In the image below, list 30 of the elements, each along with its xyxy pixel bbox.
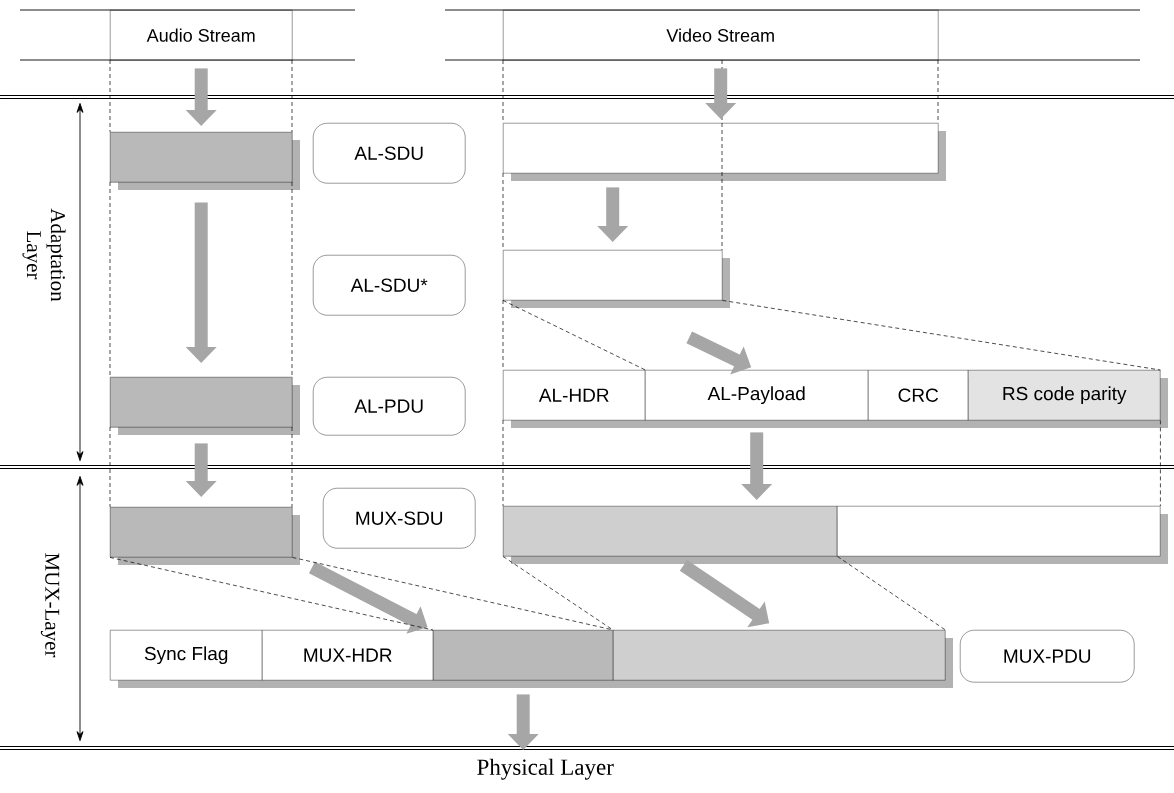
- packet-field: MUX-HDR: [262, 630, 434, 681]
- layer-label: Adaptation Layer: [22, 208, 66, 302]
- data-bar: [110, 132, 293, 183]
- data-bar: [613, 630, 946, 681]
- projection-line: [109, 557, 434, 631]
- layer-title: Physical Layer: [477, 758, 614, 780]
- packet-field: [503, 250, 723, 301]
- unit-label: AL-PDU: [313, 377, 466, 436]
- unit-label: MUX-SDU: [323, 488, 476, 549]
- packet-field: AL-HDR: [503, 370, 646, 421]
- packet-field: CRC: [868, 370, 969, 421]
- data-bar: [433, 630, 614, 681]
- projection-line: [502, 300, 646, 371]
- projection-line: [292, 557, 614, 631]
- unit-label: MUX-PDU: [960, 630, 1135, 683]
- packet-field: RS code parity: [968, 370, 1161, 421]
- packet-field: [837, 506, 1161, 557]
- data-bar: [503, 506, 838, 557]
- unit-label: AL-SDU*: [313, 255, 466, 316]
- packet-field: [503, 123, 939, 174]
- projection-line: [502, 556, 614, 631]
- data-bar: [110, 507, 293, 558]
- layer-label: MUX-Layer: [40, 553, 60, 658]
- unit-label: AL-SDU: [313, 123, 466, 184]
- stream-header: Video Stream: [503, 10, 939, 61]
- data-bar: [110, 377, 293, 428]
- projection-line: [1160, 420, 1161, 507]
- stream-header: Audio Stream: [110, 10, 293, 61]
- projection-line: [722, 300, 1161, 371]
- packet-field: Sync Flag: [110, 630, 263, 681]
